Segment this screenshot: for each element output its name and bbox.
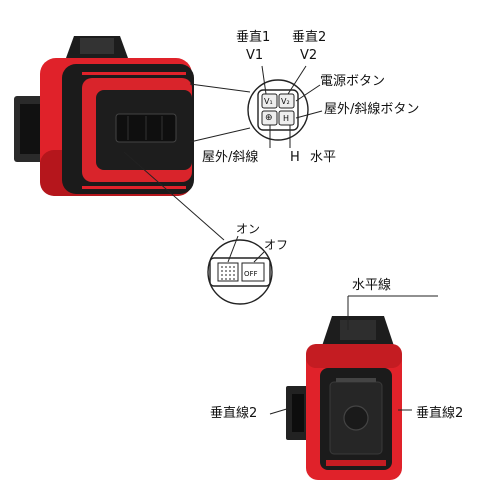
keypad-key-h: H (283, 114, 290, 123)
front-lens (343, 405, 369, 431)
label-on: オン (236, 222, 261, 236)
label-horizontal: 水平 (310, 150, 337, 165)
label-vertical-line-left: 垂直線2 (210, 406, 258, 421)
label-off: オフ (264, 238, 289, 252)
keypad-key-v2: V₂ (281, 97, 290, 106)
laser-level-front (286, 316, 402, 480)
switch-off-mark: OFF (244, 270, 258, 278)
label-vertical-line-right: 垂直線2 (416, 406, 464, 421)
switch-callout (123, 151, 273, 305)
label-v2: V2 (300, 48, 318, 63)
keypad-callout (189, 65, 323, 148)
left-bracket-inner (20, 104, 40, 154)
label-power-button: 電源ボタン (320, 74, 386, 89)
label-outdoor-incline: 屋外/斜線 (202, 150, 259, 165)
laser-level-top (14, 36, 194, 196)
label-horizontal-line: 水平線 (352, 278, 392, 293)
keypad-key-power: ⊕ (265, 113, 273, 123)
label-h: H (290, 150, 300, 165)
label-vertical-2: 垂直2 (292, 30, 327, 45)
label-vertical-1: 垂直1 (236, 30, 271, 45)
keypad-key-v1: V₁ (264, 97, 273, 106)
top-window (80, 38, 114, 54)
label-outdoor-incline-button: 屋外/斜線ボタン (324, 102, 420, 117)
bottom-stripe (82, 186, 186, 189)
front-top-window (340, 320, 376, 340)
top-stripe (82, 72, 186, 75)
label-v1: V1 (246, 48, 264, 63)
